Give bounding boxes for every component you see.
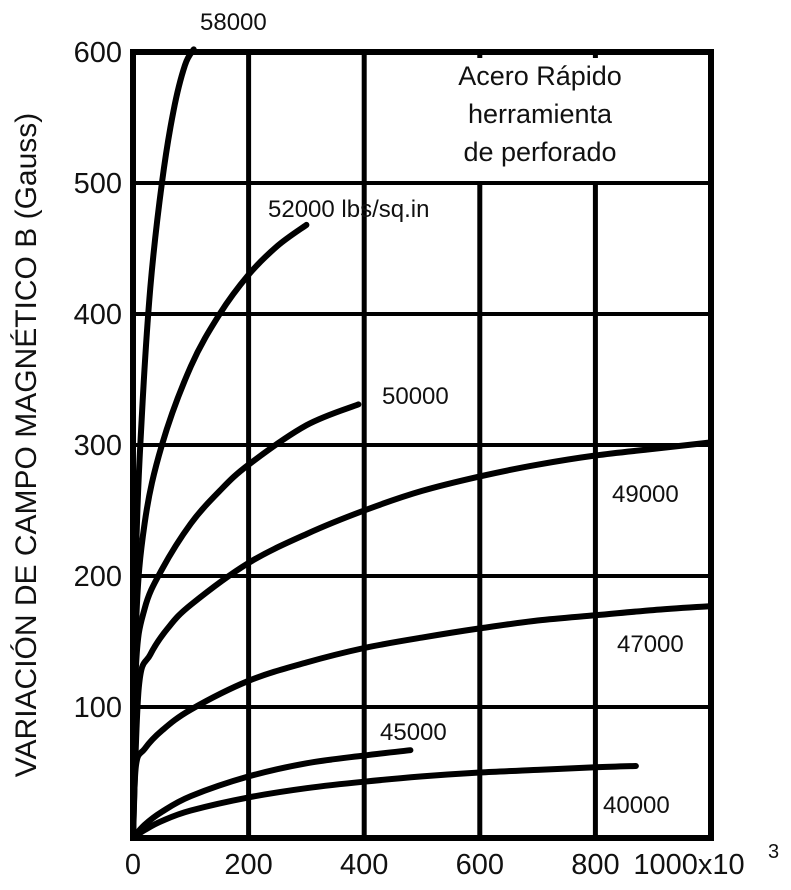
series-label-52000: 52000 lbs/sq.in <box>268 196 429 223</box>
series-line-49000 <box>130 439 714 841</box>
annotation-line-2: herramienta <box>468 99 613 129</box>
x-tick-label-400: 400 <box>340 849 388 881</box>
series-line-40000 <box>130 763 639 841</box>
series-label-58000: 58000 <box>200 9 267 36</box>
y-tick-label-200: 200 <box>74 561 122 593</box>
series-label-40000: 40000 <box>603 792 670 819</box>
y-tick-label-500: 500 <box>74 168 122 200</box>
series-line-52000 <box>130 221 310 841</box>
x-tick-superscript: 3 <box>768 841 779 863</box>
x-tick-label-600: 600 <box>456 849 504 881</box>
series-line-50000 <box>130 401 362 841</box>
series-line-45000 <box>130 747 414 841</box>
annotation-box <box>410 58 705 181</box>
annotation-line-3: de perforado <box>463 137 616 167</box>
series-label-49000: 49000 <box>612 481 679 508</box>
y-tick-label-100: 100 <box>74 692 122 724</box>
series-label-45000: 45000 <box>380 719 447 746</box>
label-layer: 58000 52000 lbs/sq.in 50000 49000 47000 45000… <box>200 9 684 819</box>
series-line-47000 <box>130 603 714 841</box>
axis-layer: 0 200 400 600 800 1000x10 3 100 200 300 400 500 600 <box>74 37 780 881</box>
y-tick-label-600: 600 <box>74 37 122 69</box>
series-label-50000: 50000 <box>382 383 449 410</box>
y-tick-label-300: 300 <box>74 430 122 462</box>
annotation-line-1: Acero Rápido <box>458 61 622 91</box>
x-tick-label-800: 800 <box>571 849 619 881</box>
series-layer <box>130 46 714 841</box>
x-tick-label-200: 200 <box>224 849 272 881</box>
x-tick-label-1000: 1000x10 <box>633 849 744 881</box>
y-axis-label: VARIACIÓN DE CAMPO MAGNÉTICO B (Gauss) <box>10 113 43 778</box>
series-label-47000: 47000 <box>617 631 684 658</box>
x-tick-label-0: 0 <box>125 849 141 881</box>
y-tick-label-400: 400 <box>74 299 122 331</box>
